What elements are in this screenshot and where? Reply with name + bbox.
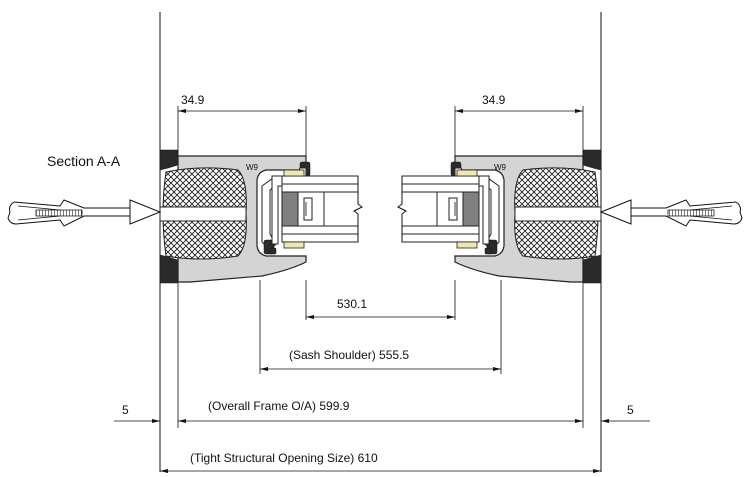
right-glass-inner-b bbox=[401, 233, 480, 243]
left-glass-unit bbox=[281, 169, 363, 249]
dim-label-gap-right: 5 bbox=[627, 403, 634, 417]
left-sealant-bottom bbox=[159, 254, 179, 284]
dim-label-opening: (Tight Structural Opening Size) 610 bbox=[190, 451, 378, 465]
dim-gap-left: 5 bbox=[114, 403, 160, 423]
right-anchor-thread bbox=[667, 209, 715, 217]
dim-label-overall-frame: (Overall Frame O/A) 599.9 bbox=[208, 399, 350, 413]
dim-label-frame-depth-left: 34.9 bbox=[181, 93, 205, 107]
left-tape-top bbox=[283, 169, 305, 177]
left-spacer-bar bbox=[281, 191, 299, 227]
dim-label-sash-shoulder: (Sash Shoulder) 555.5 bbox=[289, 348, 409, 362]
dim-label-frame-depth-right: 34.9 bbox=[482, 93, 506, 107]
right-frame-assembly: W9 bbox=[397, 149, 743, 284]
right-tape-bottom bbox=[456, 241, 478, 249]
left-tape-bottom bbox=[283, 241, 305, 249]
right-spacer-core bbox=[448, 197, 458, 221]
left-spacer-core bbox=[303, 197, 313, 221]
dim-gap-right: 5 bbox=[601, 403, 650, 423]
right-glass-inner-a bbox=[401, 225, 480, 235]
frame-mark-left: W9 bbox=[246, 163, 259, 172]
left-fixing-slot bbox=[159, 206, 247, 222]
dim-frame-depth-left: 34.9 bbox=[177, 93, 307, 156]
left-seal-bottom-2 bbox=[269, 247, 277, 255]
left-glass-inner-a bbox=[281, 225, 359, 235]
dim-label-gap-left: 5 bbox=[122, 403, 129, 417]
right-tape-top bbox=[456, 169, 478, 177]
right-seal-bottom-2 bbox=[484, 247, 492, 255]
dim-overall-frame: (Overall Frame O/A) 599.9 bbox=[177, 283, 584, 428]
dim-glass-width: 530.1 bbox=[305, 280, 456, 320]
dim-frame-depth-right: 34.9 bbox=[454, 93, 584, 156]
left-glass-mid bbox=[281, 183, 359, 193]
left-sealant bbox=[159, 149, 179, 171]
dim-opening: (Tight Structural Opening Size) 610 bbox=[160, 451, 601, 473]
right-anchor-fixing bbox=[599, 199, 743, 227]
right-glass-outer bbox=[401, 175, 480, 185]
right-spacer-bar bbox=[462, 191, 480, 227]
right-sealant-bottom bbox=[582, 254, 602, 284]
right-sealant bbox=[582, 149, 602, 171]
right-glass-unit bbox=[397, 169, 480, 249]
right-break-line bbox=[397, 176, 407, 242]
left-glass-outer bbox=[281, 175, 359, 185]
dim-sash-shoulder: (Sash Shoulder) 555.5 bbox=[259, 280, 502, 374]
left-anchor-thread bbox=[35, 209, 83, 217]
right-fixing-slot bbox=[514, 206, 602, 222]
left-anchor-fixing bbox=[7, 199, 162, 227]
left-frame-assembly: W9 bbox=[7, 149, 363, 284]
right-glass-mid bbox=[401, 183, 480, 193]
dim-label-glass-width: 530.1 bbox=[337, 297, 367, 311]
section-label: Section A-A bbox=[47, 153, 121, 169]
left-break-line bbox=[353, 176, 363, 242]
left-glass-inner-b bbox=[281, 233, 359, 243]
frame-mark-right: W9 bbox=[494, 163, 507, 172]
